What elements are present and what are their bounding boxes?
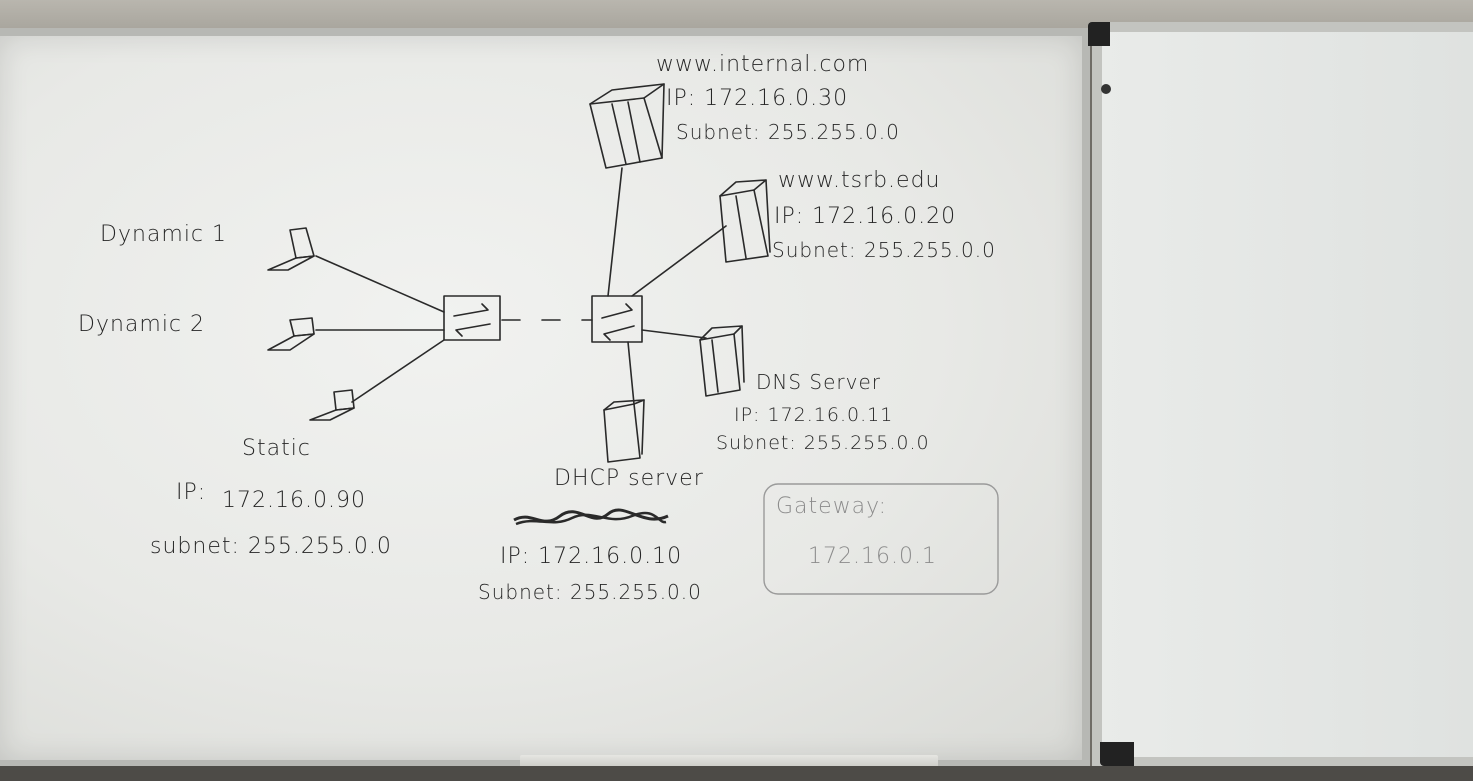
second-whiteboard [1092, 22, 1473, 767]
label-gateway: Gateway: [776, 494, 887, 519]
label-dynamic-1: Dynamic 1 [100, 222, 228, 247]
link-line [607, 167, 623, 297]
board-corner-bracket [1088, 22, 1110, 46]
laptop-icon-dynamic2 [267, 317, 315, 351]
board-corner-bracket [1100, 742, 1134, 766]
label-internal-subnet: Subnet: 255.255.0.0 [676, 120, 900, 144]
server-icon-dhcp [603, 399, 645, 463]
label-static-ip-prefix: IP: [176, 480, 207, 505]
laptop-icon-static [309, 389, 355, 421]
label-dns-server: DNS Server [756, 370, 881, 394]
label-dns-ip: IP: 172.16.0.11 [734, 404, 894, 426]
switch-icon-right [591, 295, 643, 343]
label-gateway-ip: 172.16.0.1 [808, 544, 937, 569]
label-dhcp-subnet: Subnet: 255.255.0.0 [478, 580, 702, 604]
label-dhcp-server: DHCP server [554, 466, 704, 491]
link-line [631, 225, 727, 297]
marker-tray [520, 755, 938, 769]
server-icon-internal [589, 83, 665, 169]
whiteboard [0, 28, 1090, 768]
link-line [641, 329, 707, 339]
label-tsrb-subnet: Subnet: 255.255.0.0 [772, 238, 996, 262]
label-static-ip: 172.16.0.90 [222, 488, 366, 513]
label-tsrb-hostname: www.tsrb.edu [778, 168, 941, 193]
switch-icon-left [443, 295, 501, 341]
label-dhcp-ip: IP: 172.16.0.10 [500, 544, 683, 569]
label-tsrb-ip: IP: 172.16.0.20 [774, 204, 957, 229]
floor-strip [0, 766, 1473, 781]
link-line [351, 339, 445, 403]
label-internal-ip: IP: 172.16.0.30 [666, 86, 849, 111]
link-line [627, 341, 635, 405]
server-icon-dns [699, 325, 745, 397]
laptop-icon-dynamic1 [267, 227, 315, 271]
crossed-out-scribble [513, 508, 669, 526]
server-icon-tsrb [719, 179, 771, 263]
link-line [315, 255, 445, 313]
label-dynamic-2: Dynamic 2 [78, 312, 206, 337]
magnet [1101, 84, 1111, 94]
gateway-box [763, 483, 999, 595]
label-static: Static [242, 436, 311, 461]
label-internal-hostname: www.internal.com [656, 52, 870, 77]
label-dns-subnet: Subnet: 255.255.0.0 [716, 432, 930, 454]
label-static-subnet: subnet: 255.255.0.0 [150, 534, 392, 559]
